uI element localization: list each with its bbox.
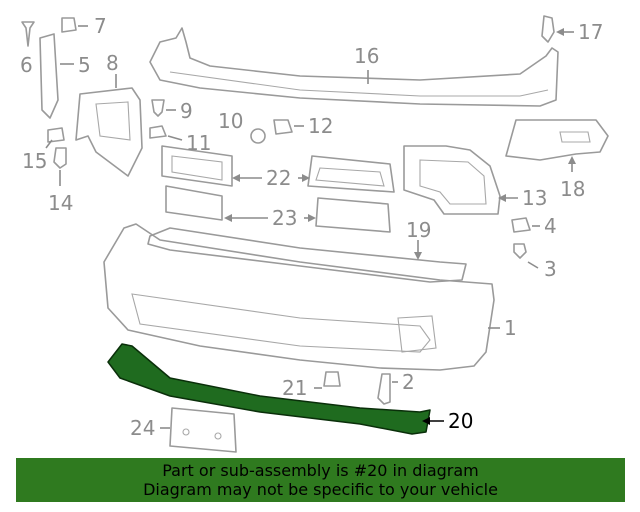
- banner-line-1: Part or sub-assembly is #20 in diagram: [162, 461, 479, 480]
- part-23-cover[interactable]: [165, 185, 391, 233]
- callout-16: 16: [354, 44, 379, 68]
- callout-9: 9: [180, 99, 193, 123]
- part-4-nut[interactable]: [511, 217, 531, 233]
- callout-24: 24: [130, 416, 155, 440]
- part-12-nut[interactable]: [273, 119, 293, 135]
- part-10-clip[interactable]: [250, 128, 266, 144]
- part-19-support[interactable]: [147, 227, 467, 283]
- callout-20: 20: [448, 409, 473, 433]
- part-3-bolt[interactable]: [513, 243, 527, 259]
- part-13-bracket[interactable]: [403, 145, 501, 215]
- part-7-nut[interactable]: [61, 17, 77, 33]
- parts-diagram: 16 17 18 13 4 3 22: [20, 14, 609, 453]
- part-15-nut[interactable]: [47, 127, 65, 143]
- part-9-clip[interactable]: [151, 99, 165, 117]
- callout-2: 2: [402, 370, 415, 394]
- part-24-license-bracket[interactable]: [169, 407, 237, 453]
- part-1-front-bumper[interactable]: [103, 223, 495, 371]
- callout-10: 10: [218, 109, 243, 133]
- callout-15: 15: [22, 149, 47, 173]
- callout-3: 3: [544, 257, 557, 281]
- part-22-grille-insert[interactable]: [161, 145, 395, 193]
- part-20-lower-valance[interactable]: [107, 343, 431, 435]
- callout-1: 1: [504, 316, 517, 340]
- callout-23: 23: [272, 206, 297, 230]
- part-16-upper-bumper-cover[interactable]: [149, 27, 559, 107]
- part-2-bolt[interactable]: [377, 373, 391, 405]
- callout-11: 11: [186, 131, 211, 155]
- info-banner: Part or sub-assembly is #20 in diagram D…: [16, 458, 625, 502]
- part-8-bracket[interactable]: [75, 87, 143, 177]
- callout-14: 14: [48, 191, 73, 215]
- callout-22: 22: [266, 166, 291, 190]
- part-5-bracket[interactable]: [39, 33, 59, 119]
- part-18-bracket[interactable]: [505, 119, 609, 161]
- part-6-pin[interactable]: [21, 21, 35, 47]
- callout-18: 18: [560, 177, 585, 201]
- callout-7: 7: [94, 14, 107, 38]
- callout-4: 4: [544, 214, 557, 238]
- callout-6: 6: [20, 53, 33, 77]
- callout-5: 5: [78, 53, 91, 77]
- callout-21: 21: [282, 376, 307, 400]
- callout-12: 12: [308, 114, 333, 138]
- callout-17: 17: [578, 20, 603, 44]
- part-21-clip[interactable]: [323, 371, 341, 387]
- part-11-nut[interactable]: [149, 125, 167, 139]
- callout-8: 8: [106, 51, 119, 75]
- part-14-bolt[interactable]: [53, 147, 67, 169]
- callout-19: 19: [406, 218, 431, 242]
- banner-line-2: Diagram may not be specific to your vehi…: [143, 480, 498, 499]
- callout-13: 13: [522, 186, 547, 210]
- part-17-clip[interactable]: [541, 15, 555, 43]
